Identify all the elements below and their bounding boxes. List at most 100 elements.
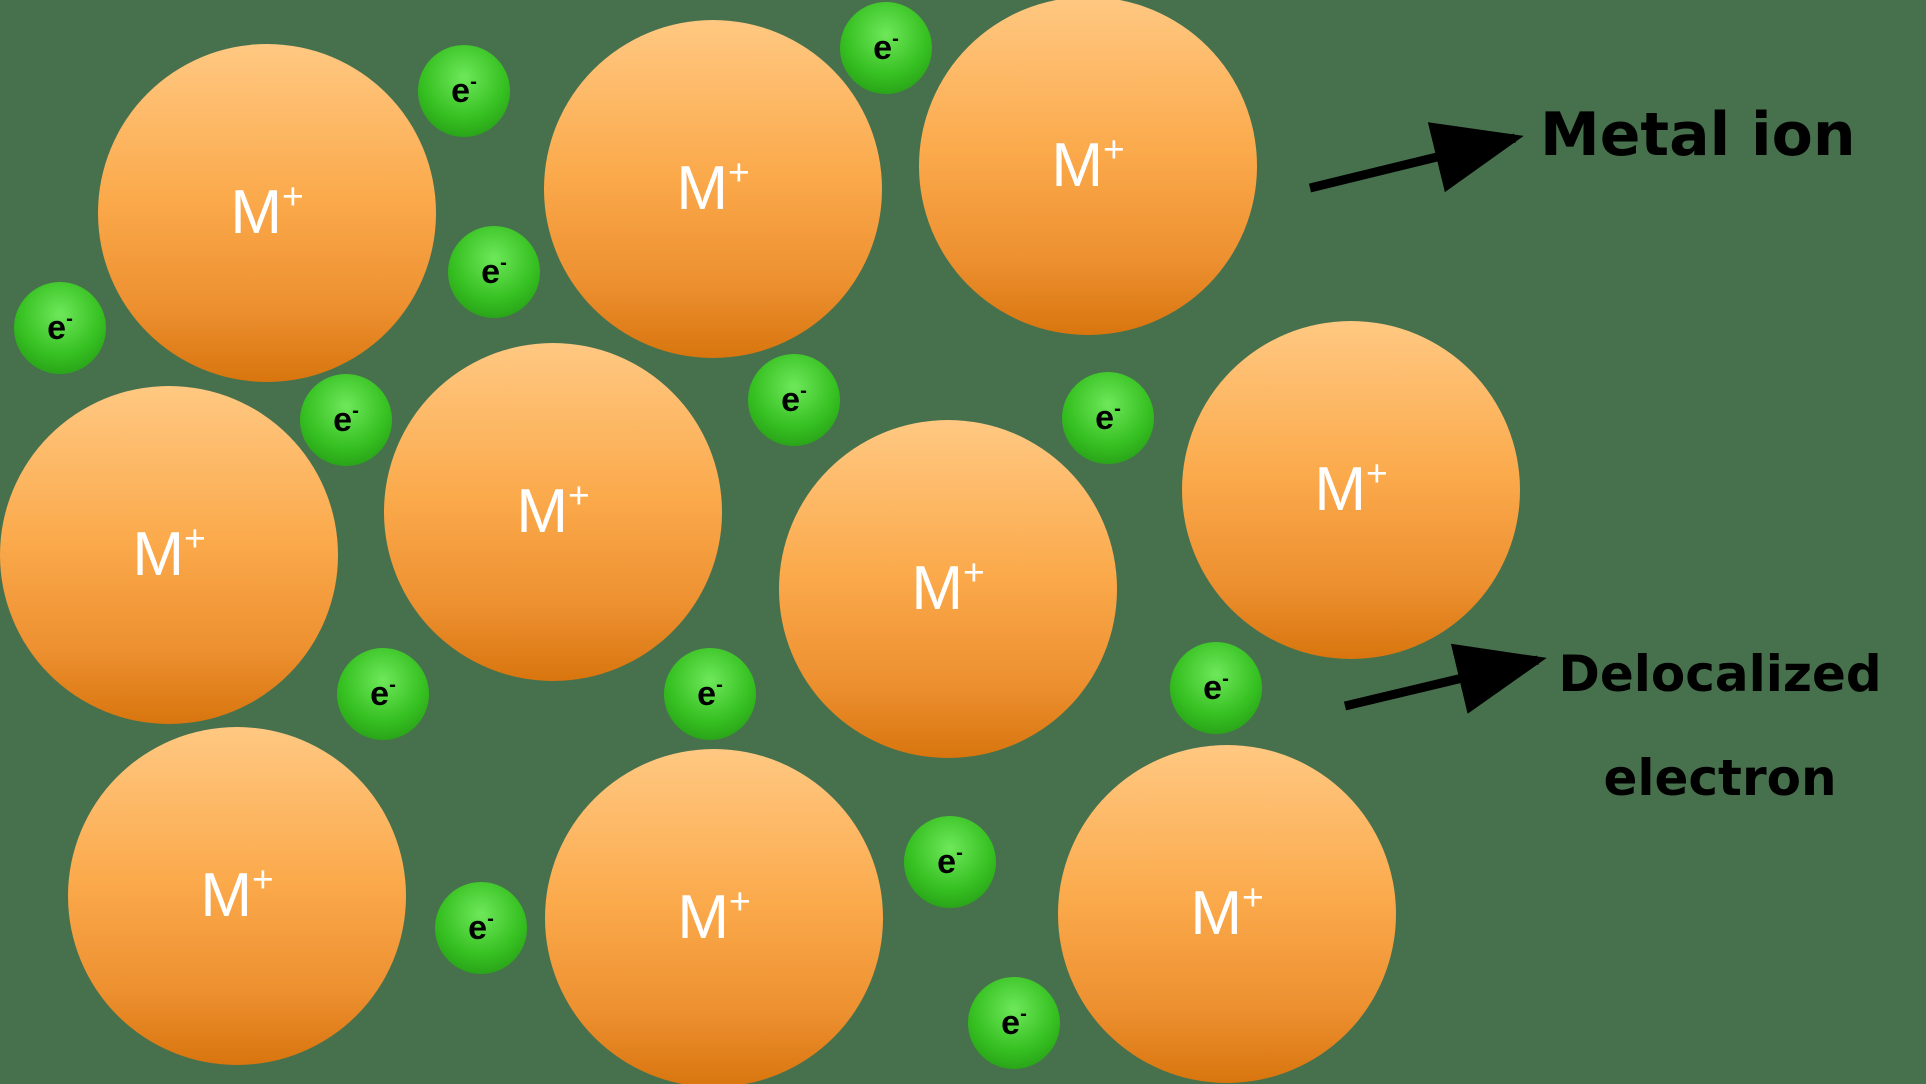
electron-label: e- (873, 27, 899, 67)
ion-label: M+ (132, 519, 205, 586)
ion-charge: + (1241, 875, 1264, 918)
ion-charge: + (251, 857, 274, 900)
electron-charge: - (66, 307, 73, 330)
metal-ion: M+ (1182, 321, 1520, 659)
electron-charge: - (470, 70, 477, 93)
electron-label: e- (1001, 1002, 1027, 1042)
delocalized-label-line2: electron (1603, 749, 1837, 807)
electron: e- (664, 648, 756, 740)
ion-symbol: M (516, 477, 568, 546)
electron: e- (1170, 642, 1262, 734)
delocalized-label-line1: Delocalized (1558, 645, 1882, 703)
electron-symbol: e (697, 675, 717, 713)
electron-symbol: e (1001, 1004, 1021, 1042)
ion-label: M+ (516, 476, 589, 543)
electron-label: e- (468, 907, 494, 947)
ion-symbol: M (677, 883, 729, 952)
electron: e- (748, 354, 840, 446)
delocalized-electron-arrow (1343, 643, 1547, 714)
ion-charge: + (962, 550, 985, 593)
ion-label: M+ (676, 153, 749, 220)
ion-label: M+ (230, 177, 303, 244)
electron-label: e- (1203, 667, 1229, 707)
ion-label: M+ (677, 882, 750, 949)
ion-label: M+ (200, 860, 273, 927)
electron-label: e- (47, 307, 73, 347)
electron-charge: - (389, 673, 396, 696)
electron-label: e- (1095, 397, 1121, 437)
ion-charge: + (728, 879, 751, 922)
electron-symbol: e (781, 381, 801, 419)
ion-charge: + (183, 516, 206, 559)
electron: e- (1062, 372, 1154, 464)
electron-symbol: e (333, 401, 353, 439)
metal-ion: M+ (1058, 745, 1396, 1083)
ion-symbol: M (1314, 455, 1366, 524)
ion-charge: + (1365, 451, 1388, 494)
electron: e- (448, 226, 540, 318)
ion-charge: + (281, 174, 304, 217)
electron-symbol: e (481, 253, 501, 291)
electron: e- (904, 816, 996, 908)
electron-charge: - (1222, 667, 1229, 690)
electron: e- (418, 45, 510, 137)
electron-charge: - (487, 907, 494, 930)
ion-symbol: M (1051, 131, 1103, 200)
ion-charge: + (1102, 127, 1125, 170)
electron-symbol: e (1095, 399, 1115, 437)
electron-charge: - (500, 251, 507, 274)
metal-ion: M+ (545, 749, 883, 1084)
electron-label: e- (451, 70, 477, 110)
ion-symbol: M (676, 154, 728, 223)
electron-charge: - (800, 379, 807, 402)
ion-label: M+ (1314, 454, 1387, 521)
electron-charge: - (1020, 1002, 1027, 1025)
electron-charge: - (1114, 397, 1121, 420)
metal-ion-label: Metal ion (1540, 100, 1856, 170)
ion-label: M+ (911, 553, 984, 620)
electron: e- (337, 648, 429, 740)
electron: e- (968, 977, 1060, 1069)
ion-symbol: M (911, 554, 963, 623)
electron-label: e- (937, 841, 963, 881)
electron: e- (435, 882, 527, 974)
electron-symbol: e (873, 29, 893, 67)
ion-charge: + (727, 150, 750, 193)
ion-symbol: M (132, 520, 184, 589)
electron-symbol: e (451, 72, 471, 110)
electron-label: e- (333, 399, 359, 439)
metal-ion: M+ (544, 20, 882, 358)
electron-label: e- (481, 251, 507, 291)
electron-label: e- (370, 673, 396, 713)
electron-charge: - (716, 673, 723, 696)
ion-symbol: M (200, 861, 252, 930)
ion-symbol: M (1190, 879, 1242, 948)
electron-charge: - (892, 27, 899, 50)
metal-ion: M+ (98, 44, 436, 382)
ion-label: M+ (1190, 878, 1263, 945)
electron-symbol: e (1203, 669, 1223, 707)
metal-ion-arrow (1308, 122, 1524, 193)
electron-label: e- (781, 379, 807, 419)
electron-symbol: e (937, 843, 957, 881)
ion-label: M+ (1051, 130, 1124, 197)
delocalized-electron-label: Delocalized electron (1540, 622, 1900, 830)
metal-ion: M+ (0, 386, 338, 724)
electron-symbol: e (468, 909, 488, 947)
ion-charge: + (567, 473, 590, 516)
electron-charge: - (956, 841, 963, 864)
electron-label: e- (697, 673, 723, 713)
electron-charge: - (352, 399, 359, 422)
metal-ion: M+ (919, 0, 1257, 335)
electron-symbol: e (370, 675, 390, 713)
metal-ion: M+ (779, 420, 1117, 758)
electron: e- (14, 282, 106, 374)
metal-ion: M+ (68, 727, 406, 1065)
ion-symbol: M (230, 178, 282, 247)
electron-symbol: e (47, 309, 67, 347)
electron: e- (300, 374, 392, 466)
metal-ion: M+ (384, 343, 722, 681)
electron: e- (840, 2, 932, 94)
